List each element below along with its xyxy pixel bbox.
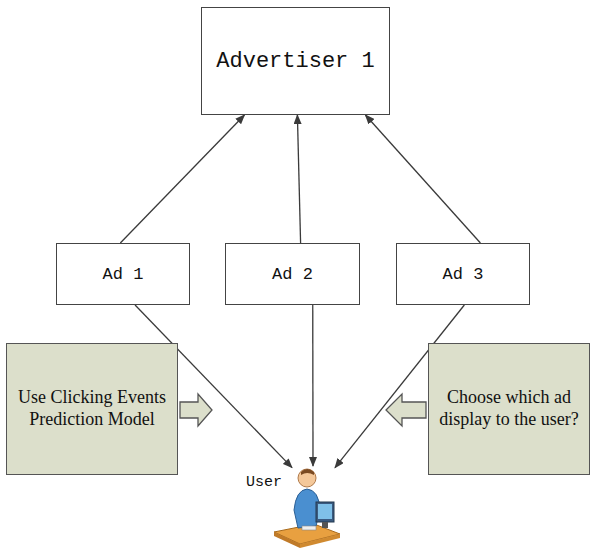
user-node: User	[244, 466, 344, 548]
note-box: Choose which ad display to the user?	[428, 343, 590, 475]
node-label: Ad 1	[103, 265, 144, 284]
ad-box: Ad 3	[396, 243, 530, 305]
node-label: Advertiser 1	[216, 49, 374, 74]
node-label: Use Clicking Events Prediction Model	[15, 387, 169, 431]
node-label: Ad 2	[272, 265, 313, 284]
arrow-connector	[312, 305, 314, 466]
node-label: Ad 3	[443, 265, 484, 284]
hollow-arrow-left	[386, 394, 426, 426]
ad-box: Ad 1	[56, 243, 190, 305]
note-box: Use Clicking Events Prediction Model	[6, 343, 178, 475]
user-label: User	[246, 474, 282, 491]
advertiser-box: Advertiser 1	[201, 7, 390, 115]
arrow-connector	[365, 115, 480, 243]
hollow-arrow-right	[180, 394, 212, 426]
arrow-connector	[297, 115, 300, 243]
ad-box: Ad 2	[225, 243, 360, 305]
arrow-connector	[120, 115, 244, 243]
node-label: Choose which ad display to the user?	[437, 387, 581, 431]
